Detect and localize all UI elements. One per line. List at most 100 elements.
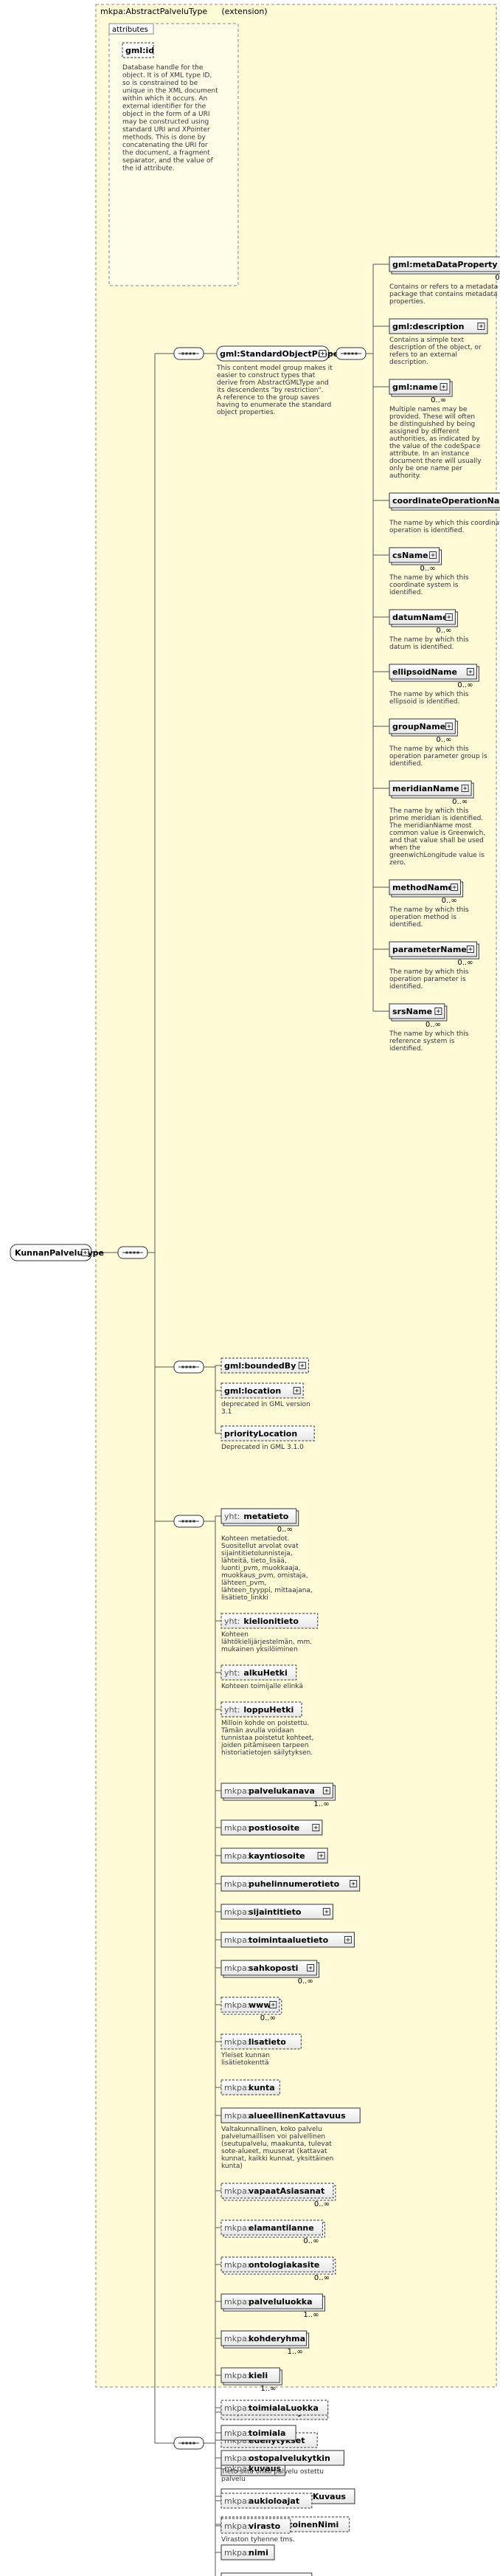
- element-doc-line: operation parameter group is: [389, 753, 487, 760]
- bounds-sequence: [173, 1360, 204, 1374]
- element-prefix: mkpa:: [224, 1786, 250, 1796]
- attribute-doc-line: external identifier for the: [122, 103, 206, 111]
- element-prefix: mkpa:: [224, 2521, 250, 2531]
- element-prefix: mkpa:: [224, 2037, 250, 2047]
- element-doc-line: palvelu: [221, 2476, 246, 2483]
- element-doc-line: The name by which this coordinate: [389, 520, 500, 527]
- element-prefix: mkpa:: [224, 1879, 250, 1889]
- element-kunta: mkpa:kunta: [221, 2079, 280, 2095]
- occurrence-label: 0..∞: [426, 1021, 441, 1029]
- element-prefix: mkpa:: [224, 2334, 250, 2343]
- element-name: loppuHetki: [243, 1705, 294, 1715]
- element-name: gml:metaDataProperty: [392, 260, 498, 269]
- attribute-doc-line: unique in the XML document: [122, 88, 218, 95]
- occurrence-label: 0..∞: [452, 798, 468, 806]
- element-postiosoite: mkpa:postiosoite: [221, 1819, 323, 1836]
- element-name: aukioloajat: [249, 2496, 299, 2506]
- occurrence-label: 0..∞: [457, 959, 473, 967]
- occurrence-label: 0..∞: [431, 396, 446, 404]
- attribute-doc-line: standard URI and XPointer: [122, 126, 210, 134]
- element-name: datumName: [392, 613, 448, 622]
- element-name: gml:name: [392, 382, 438, 392]
- element-box: [389, 879, 462, 895]
- element-box: [221, 2293, 323, 2310]
- element-doc-line: Yleiset kunnan: [221, 2052, 270, 2059]
- element-name: srsName: [392, 1007, 432, 1016]
- element-name: sahkoposti: [249, 1963, 298, 1973]
- element-name: ellipsoidName: [392, 667, 457, 677]
- expand-icon: [440, 383, 448, 390]
- group-doc-line: its descendents "by restriction".: [217, 387, 323, 394]
- element-box: [221, 1613, 319, 1629]
- main-sequence: [117, 1246, 148, 1259]
- element-name: groupName: [392, 722, 445, 731]
- element-box: [221, 2425, 296, 2441]
- element-doc-line: lähtökielijärjestelmän, mm.: [221, 1639, 312, 1646]
- sequence-dot: [185, 2442, 188, 2445]
- element-name: kayntiosoite: [249, 1851, 305, 1861]
- element-doc-line: and that value shall be used: [389, 837, 484, 844]
- element-doc-line: Valtakunnallinen, koko palvelu: [221, 2126, 322, 2133]
- element-doc-line: authorities, as indicated by: [389, 435, 480, 443]
- occurrence-label: 1..∞: [303, 2311, 319, 2319]
- sequence-dot: [181, 1366, 184, 1368]
- element-doc-line: The name by which this: [389, 807, 469, 815]
- element-prefix: mkpa:: [224, 1907, 250, 1917]
- group-box: [216, 345, 330, 362]
- occurrence-label: 0..∞: [303, 2237, 319, 2245]
- element-prefix: mkpa:: [224, 2453, 250, 2463]
- element-box: [221, 2450, 344, 2466]
- group-doc-line: object properties.: [217, 409, 275, 416]
- element-name: toimialaLuokka: [249, 2403, 319, 2413]
- element-doc-line: identified.: [389, 589, 423, 596]
- element-doc-line: common value is Greenwich,: [389, 830, 485, 837]
- element-box: [389, 492, 500, 509]
- element-doc-line: identified.: [389, 760, 423, 768]
- occurrence-label: 0..∞: [442, 897, 457, 905]
- element-doc-line: Contains a simple text: [389, 337, 464, 344]
- element-doc-line: Kohteen: [221, 1631, 249, 1639]
- element-doc-line: only be one name per: [389, 465, 462, 472]
- element-doc-line: assigned by different: [389, 428, 460, 435]
- attributes-group: [108, 23, 239, 286]
- element-name: gml:boundedBy: [224, 1361, 296, 1371]
- element-doc-line: operation is identified.: [389, 527, 464, 534]
- expand-icon: [466, 668, 474, 675]
- element-name: coordinateOperationName: [392, 496, 500, 506]
- element-name: priorityLocation: [224, 1429, 297, 1439]
- expand-icon: [269, 2001, 277, 2008]
- expand-icon: [350, 1880, 358, 1887]
- sequence-dot: [181, 1520, 184, 1523]
- expand-icon: [322, 1787, 330, 1794]
- element-box: [221, 2493, 313, 2509]
- element-doc-line: kunta): [221, 2163, 243, 2170]
- occurrence-label: 0..∞: [277, 1526, 293, 1534]
- element-box: [389, 379, 451, 395]
- element-name: gml:location: [224, 1386, 281, 1396]
- element-name: alueellinenKattavuus: [249, 2111, 346, 2121]
- element-box: [389, 718, 456, 734]
- element-doc-line: identified.: [389, 983, 423, 991]
- element-prefix: mkpa:: [224, 1935, 250, 1945]
- attributes-tab: [108, 23, 154, 35]
- element-doc-line: joiden pitämiseen tarpeen: [221, 1742, 308, 1749]
- element-doc-line: The meridianName most: [389, 822, 472, 830]
- element-prefix: mkpa:: [224, 1963, 250, 1973]
- element-box: [389, 664, 477, 680]
- element-doc-line: lisätietokenttä: [221, 2059, 269, 2067]
- element-name: kielionitieto: [243, 1616, 299, 1626]
- element-doc-line: The name by which this: [389, 636, 469, 644]
- occurrence-label: 1..∞: [288, 2348, 303, 2356]
- element-prefix: mkpa:: [224, 2000, 250, 2010]
- element-name: palveluluokka: [249, 2297, 313, 2307]
- element-box: [221, 2367, 280, 2383]
- element-name: metatieto: [243, 1512, 288, 1521]
